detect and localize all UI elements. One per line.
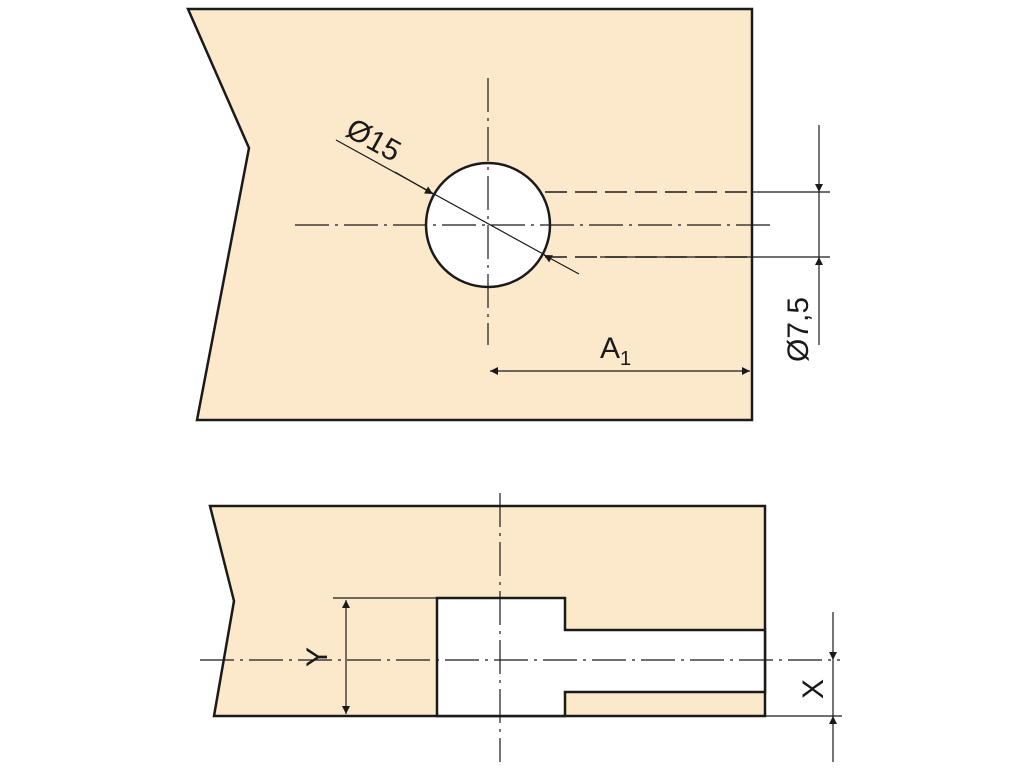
side-view: Y X (200, 493, 842, 762)
side-cavity (435, 596, 767, 718)
diameter-15-arrow-right (543, 254, 580, 275)
diameter-15-leader (335, 139, 546, 256)
a1-label-subscript: 1 (620, 348, 631, 370)
y-label: Y (301, 647, 334, 667)
diameter-15-arrow-left (394, 171, 434, 195)
a1-label: A1 (600, 332, 631, 370)
a1-label-main: A (600, 332, 620, 365)
bore-diameter-label: Ø7,5 (782, 297, 815, 362)
x-label: X (797, 679, 830, 699)
top-view: Ø15 Ø7,5 A1 (186, 7, 830, 422)
